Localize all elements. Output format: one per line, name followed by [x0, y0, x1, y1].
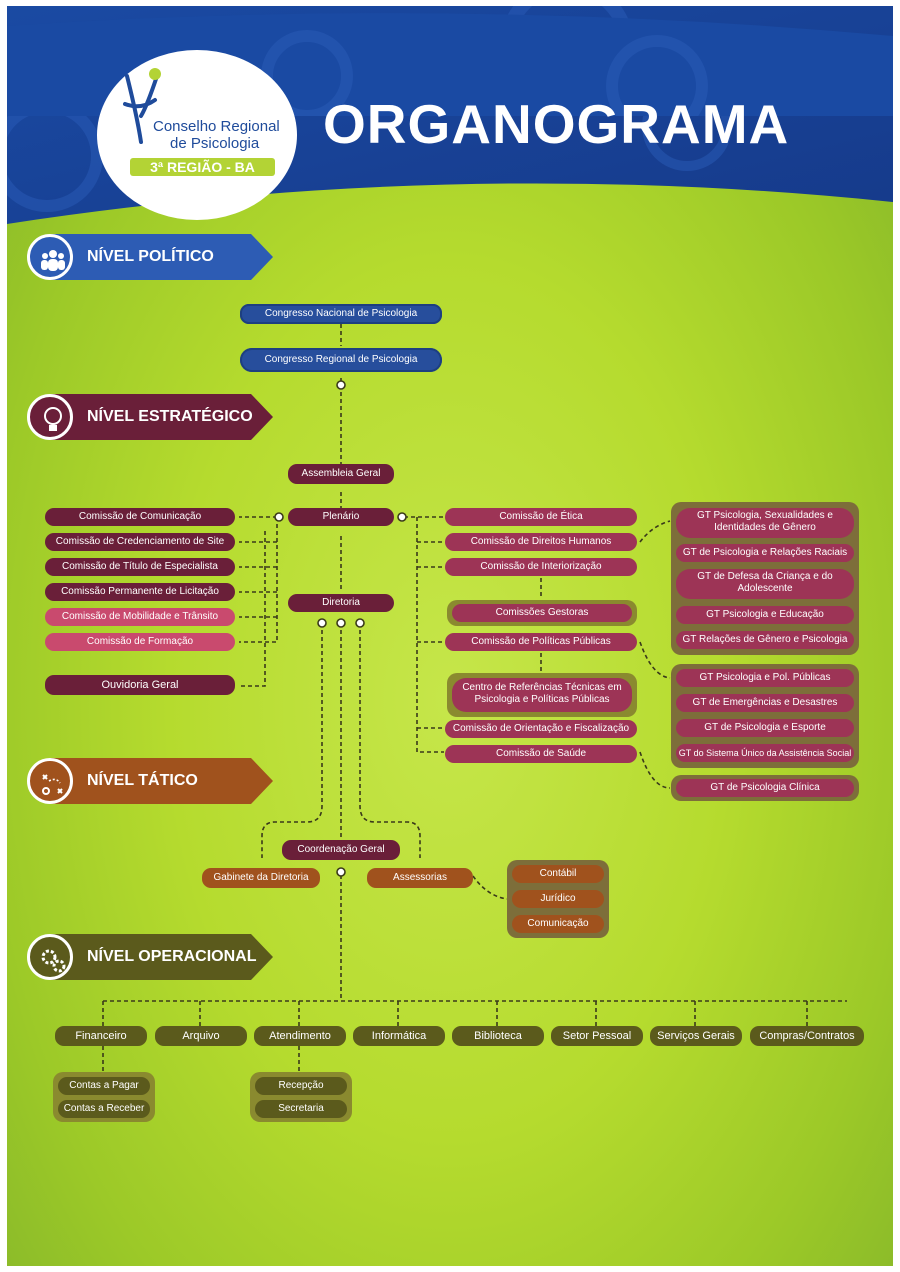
assessoria-item: Jurídico [512, 890, 604, 908]
assessoria-item: Comunicação [512, 915, 604, 933]
node-congresso-nacional: Congresso Nacional de Psicologia [240, 304, 442, 324]
assessoria-item: Contábil [512, 865, 604, 883]
gt-item: GT de Emergências e Desastres [676, 694, 854, 712]
logo-figure-icon [123, 68, 161, 144]
gt-item: GT de Psicologia e Relações Raciais [676, 544, 854, 562]
commission-right-item: Comissão de Saúde [445, 745, 637, 763]
commission-right-item: Comissão de Direitos Humanos [445, 533, 637, 551]
gt-item: GT de Psicologia e Esporte [676, 719, 854, 737]
commission-left-item: Comissão de Formação [45, 633, 235, 651]
lightbulb-icon [27, 394, 73, 440]
commission-left-item: Comissão de Mobilidade e Trânsito [45, 608, 235, 626]
gt-item: GT de Psicologia Clínica [676, 779, 854, 797]
node-coord-geral: Coordenação Geral [282, 840, 400, 860]
commission-right-item: Comissão de Orientação e Fiscalização [445, 720, 637, 738]
financeiro-sub-item: Contas a Receber [58, 1100, 150, 1118]
level-tatico: NÍVEL TÁTICO [27, 758, 273, 804]
node-gabinete: Gabinete da Diretoria [202, 868, 320, 888]
commission-left-item: Comissão de Credenciamento de Site [45, 533, 235, 551]
operacional-item: Biblioteca [452, 1026, 544, 1046]
gt-item: GT de Defesa da Criança e do Adolescente [676, 569, 854, 599]
node-comissoes-gestoras: Comissões Gestoras [452, 604, 632, 622]
page-title: ORGANOGRAMA [323, 93, 790, 155]
operacional-item: Setor Pessoal [551, 1026, 643, 1046]
node-ouvidoria: Ouvidoria Geral [45, 675, 235, 695]
commission-right-item: Comissão de Ética [445, 508, 637, 526]
commission-left-item: Comissão de Comunicação [45, 508, 235, 526]
financeiro-sub-item: Contas a Pagar [58, 1077, 150, 1095]
gt-item: GT Psicologia, Sexualidades e Identidade… [676, 508, 854, 538]
gt-item: GT Relações de Gênero e Psicologia [676, 631, 854, 649]
commission-right-item: Comissão de Políticas Públicas [445, 633, 637, 651]
commission-right-item: Comissão de Interiorização [445, 558, 637, 576]
gt-item: GT Psicologia e Educação [676, 606, 854, 624]
atendimento-sub-item: Secretaria [255, 1100, 347, 1118]
logo-text-line2: de Psicologia [170, 135, 260, 152]
level-politico: NÍVEL POLÍTICO [27, 234, 273, 280]
node-congresso-regional: Congresso Regional de Psicologia [240, 348, 442, 372]
operacional-item: Arquivo [155, 1026, 247, 1046]
node-assembleia: Assembleia Geral [288, 464, 394, 484]
poster: Conselho Regional de Psicologia 3ª REGIÃ… [7, 6, 893, 1266]
tactics-icon [27, 758, 73, 804]
level-operacional: NÍVEL OPERACIONAL [27, 934, 273, 980]
connector-lines [102, 324, 847, 1084]
commission-left-item: Comissão de Título de Especialista [45, 558, 235, 576]
operacional-item: Informática [353, 1026, 445, 1046]
node-assessorias: Assessorias [367, 868, 473, 888]
level-label: NÍVEL TÁTICO [87, 772, 198, 789]
node-diretoria: Diretoria [288, 594, 394, 612]
operacional-item: Serviços Gerais [650, 1026, 742, 1046]
atendimento-sub-item: Recepção [255, 1077, 347, 1095]
commission-left-item: Comissão Permanente de Licitação [45, 583, 235, 601]
operacional-item: Compras/Contratos [750, 1026, 864, 1046]
node-centro-ref: Centro de Referências Técnicas em Psicol… [452, 678, 632, 712]
node-plenario: Plenário [288, 508, 394, 526]
operacional-item: Atendimento [254, 1026, 346, 1046]
level-label: NÍVEL POLÍTICO [87, 248, 214, 265]
logo-text-line1: Conselho Regional [153, 118, 280, 135]
level-estrategico: NÍVEL ESTRATÉGICO [27, 394, 273, 440]
gt-item: GT Psicologia e Pol. Públicas [676, 669, 854, 687]
gt-item: GT do Sistema Único da Assistência Socia… [676, 744, 854, 762]
logo [97, 50, 297, 220]
level-label: NÍVEL OPERACIONAL [87, 948, 257, 965]
logo-badge: 3ª REGIÃO - BA [130, 158, 275, 176]
gears-icon [27, 934, 73, 980]
people-icon [27, 234, 73, 280]
level-label: NÍVEL ESTRATÉGICO [87, 408, 253, 425]
operacional-item: Financeiro [55, 1026, 147, 1046]
